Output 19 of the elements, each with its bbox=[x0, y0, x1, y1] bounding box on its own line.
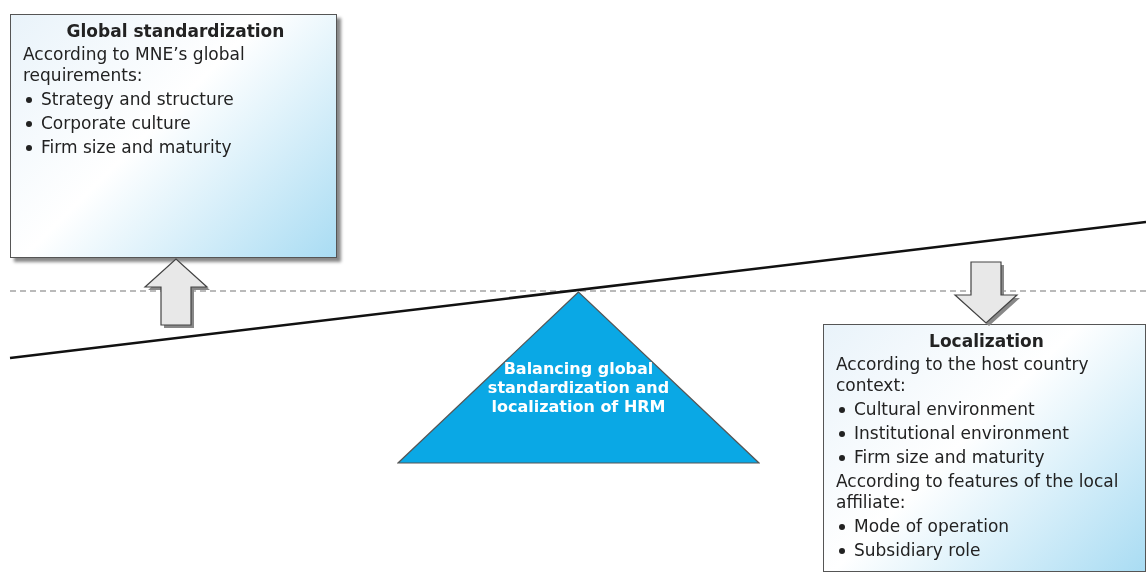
bullet-item: Firm size and maturity bbox=[23, 137, 328, 158]
box-heading: Localization bbox=[928, 331, 1045, 352]
box-heading: Global standardization bbox=[65, 21, 286, 42]
bullet-item: Strategy and structure bbox=[23, 89, 328, 110]
bullet-item: Firm size and maturity bbox=[836, 447, 1137, 468]
bullet-item: Corporate culture bbox=[23, 113, 328, 134]
intro-text: According to MNE’s global requirements: bbox=[23, 44, 246, 86]
block-arrow bbox=[143, 258, 210, 328]
intro-text: According to the host country context: bbox=[836, 354, 1090, 396]
bullet-item: Institutional environment bbox=[836, 423, 1137, 444]
bullet-item: Cultural environment bbox=[836, 399, 1137, 420]
block-arrow bbox=[953, 261, 1020, 326]
bullet-item: Subsidiary role bbox=[836, 540, 1137, 561]
bullet-item: Mode of operation bbox=[836, 516, 1137, 537]
text-box bbox=[823, 324, 1146, 572]
fulcrum-label: Balancing global standardization and localization of HRM bbox=[486, 359, 671, 416]
intro-text: According to features of the local affiliate: bbox=[836, 471, 1120, 513]
text-box bbox=[10, 14, 337, 258]
fulcrum-triangle bbox=[397, 291, 760, 464]
